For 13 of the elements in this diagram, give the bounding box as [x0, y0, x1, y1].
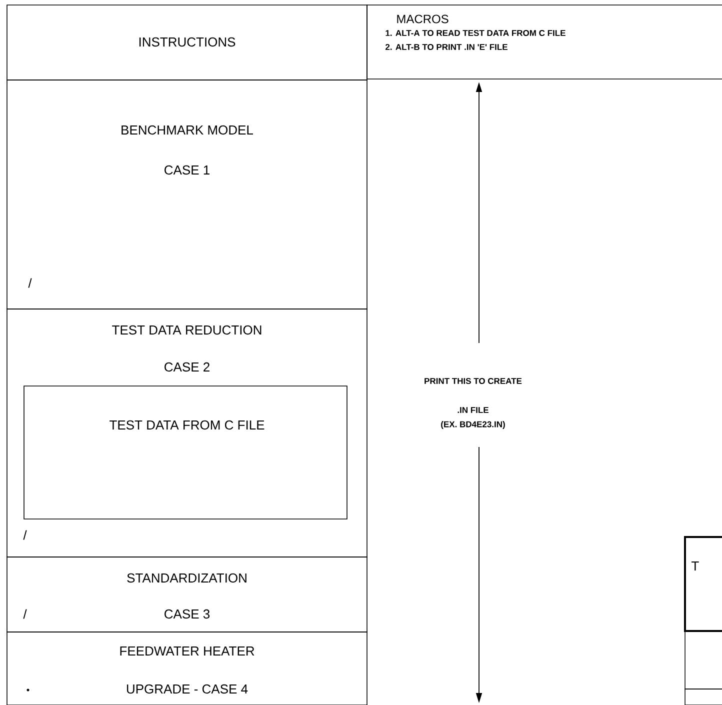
data-box: TEST DATA FROM C FILE: [24, 386, 348, 520]
dimension-text: .IN FILE: [458, 407, 488, 413]
table-cell: MACROS 1. ALT-A TO READ TEST DATA FROM C FILE 2. ALT-B TO PRINT .IN 'E' FILE: [366, 4, 722, 80]
table-cell: [684, 630, 722, 690]
table-cell: [684, 688, 722, 705]
table-cell: T: [684, 536, 722, 632]
dimension-text: PRINT THIS TO CREATE: [424, 378, 522, 384]
table-cell: INSTRUCTIONS: [6, 4, 368, 80]
table-cell: FEEDWATER HEATER UPGRADE - CASE 4: [6, 632, 368, 705]
dimension-text: (EX. BD4E23.IN): [441, 421, 505, 429]
slash-mark: /: [23, 530, 27, 540]
slash-mark: /: [28, 278, 32, 288]
slash-mark: /: [23, 609, 27, 619]
